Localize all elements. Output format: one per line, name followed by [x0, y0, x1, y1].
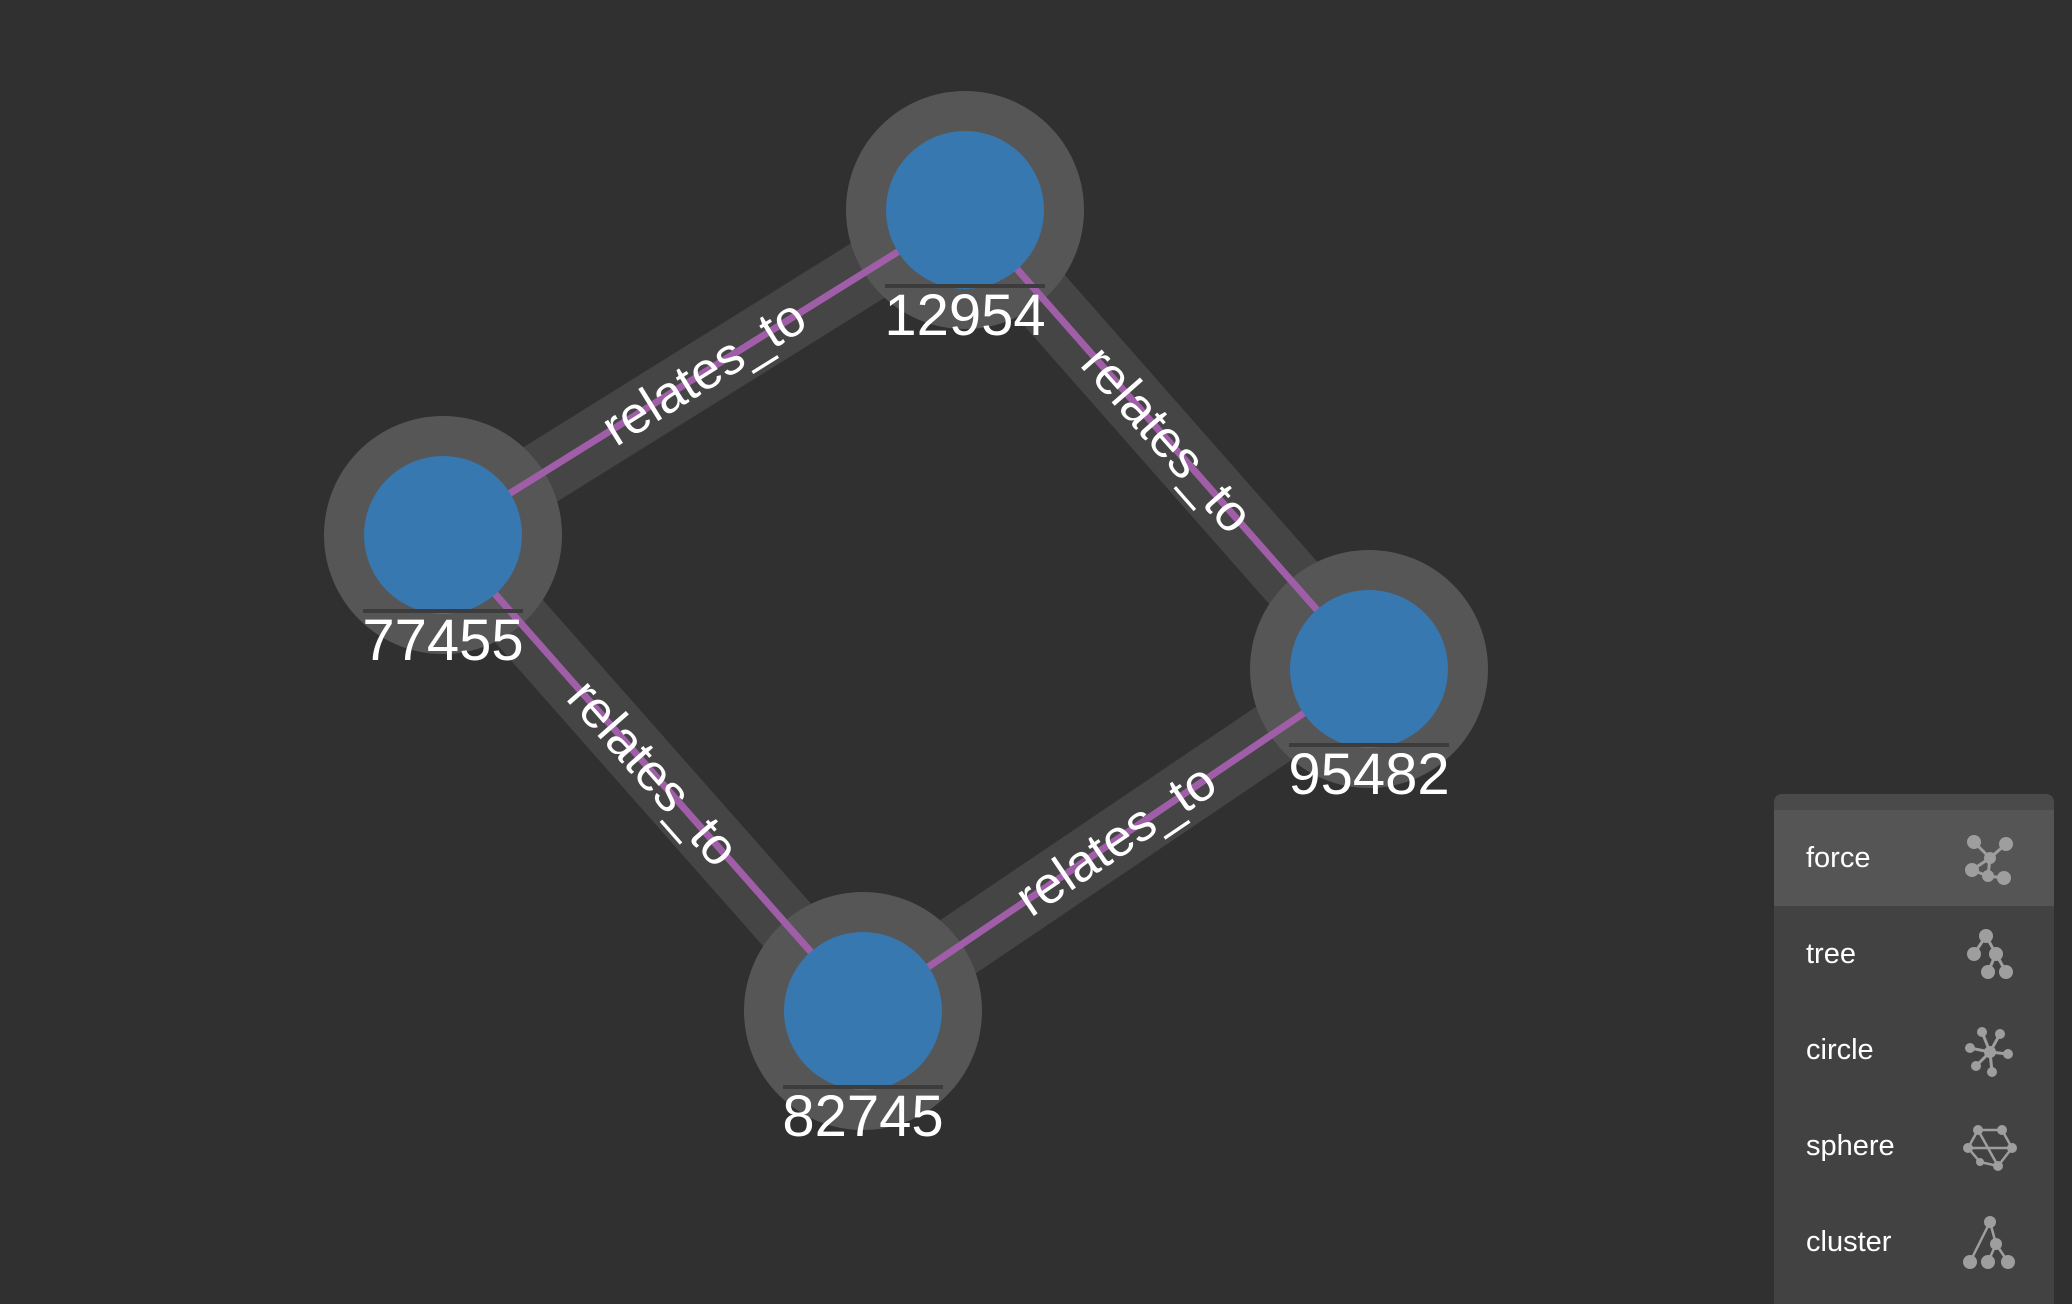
edge-line[interactable] — [440, 532, 866, 1014]
node-label-bg — [885, 284, 1045, 288]
edge-label: relates_to — [1070, 335, 1264, 545]
edge-label: relates_to — [556, 668, 751, 878]
layout-option-label: force — [1806, 841, 1871, 874]
layout-option-sphere[interactable]: sphere — [1774, 1098, 2054, 1194]
graph-node[interactable] — [364, 456, 522, 614]
layout-panel: force tree — [1774, 794, 2054, 1304]
node-label: 82745 — [782, 1084, 943, 1149]
edge-label: relates_to — [592, 288, 817, 458]
panel-top-bar — [1774, 794, 2054, 810]
edge-line[interactable] — [441, 207, 967, 538]
layout-option-label: circle — [1806, 1033, 1874, 1066]
cluster-layout-icon — [1963, 1216, 2015, 1269]
layout-option-circle[interactable]: circle — [1774, 1002, 2054, 1098]
layout-option-label: tree — [1806, 937, 1856, 970]
edge-line[interactable] — [861, 666, 1371, 1014]
nodes — [364, 131, 1448, 1090]
node-label-bg — [783, 1085, 943, 1089]
force-layout-icon — [1965, 835, 2013, 885]
graph-node[interactable] — [886, 131, 1044, 289]
node-label: 77455 — [362, 608, 523, 673]
node-label: 95482 — [1288, 742, 1449, 807]
tree-layout-icon — [1967, 929, 2013, 979]
sphere-layout-icon — [1963, 1125, 2017, 1171]
layout-option-label: cluster — [1806, 1225, 1892, 1258]
node-labels: 12954 77455 95482 82745 — [362, 283, 1449, 1149]
graph-node[interactable] — [1290, 590, 1448, 748]
layout-option-cluster[interactable]: cluster — [1774, 1194, 2054, 1290]
circle-layout-icon — [1965, 1027, 2013, 1077]
layout-option-force[interactable]: force — [1774, 810, 2054, 906]
node-label-bg — [1289, 743, 1449, 747]
node-label-bg — [363, 609, 523, 613]
edge-label: relates_to — [1005, 752, 1227, 928]
node-label: 12954 — [884, 283, 1045, 348]
layout-option-label: sphere — [1806, 1129, 1895, 1162]
layout-option-tree[interactable]: tree — [1774, 906, 2054, 1002]
graph-node[interactable] — [784, 932, 942, 1090]
